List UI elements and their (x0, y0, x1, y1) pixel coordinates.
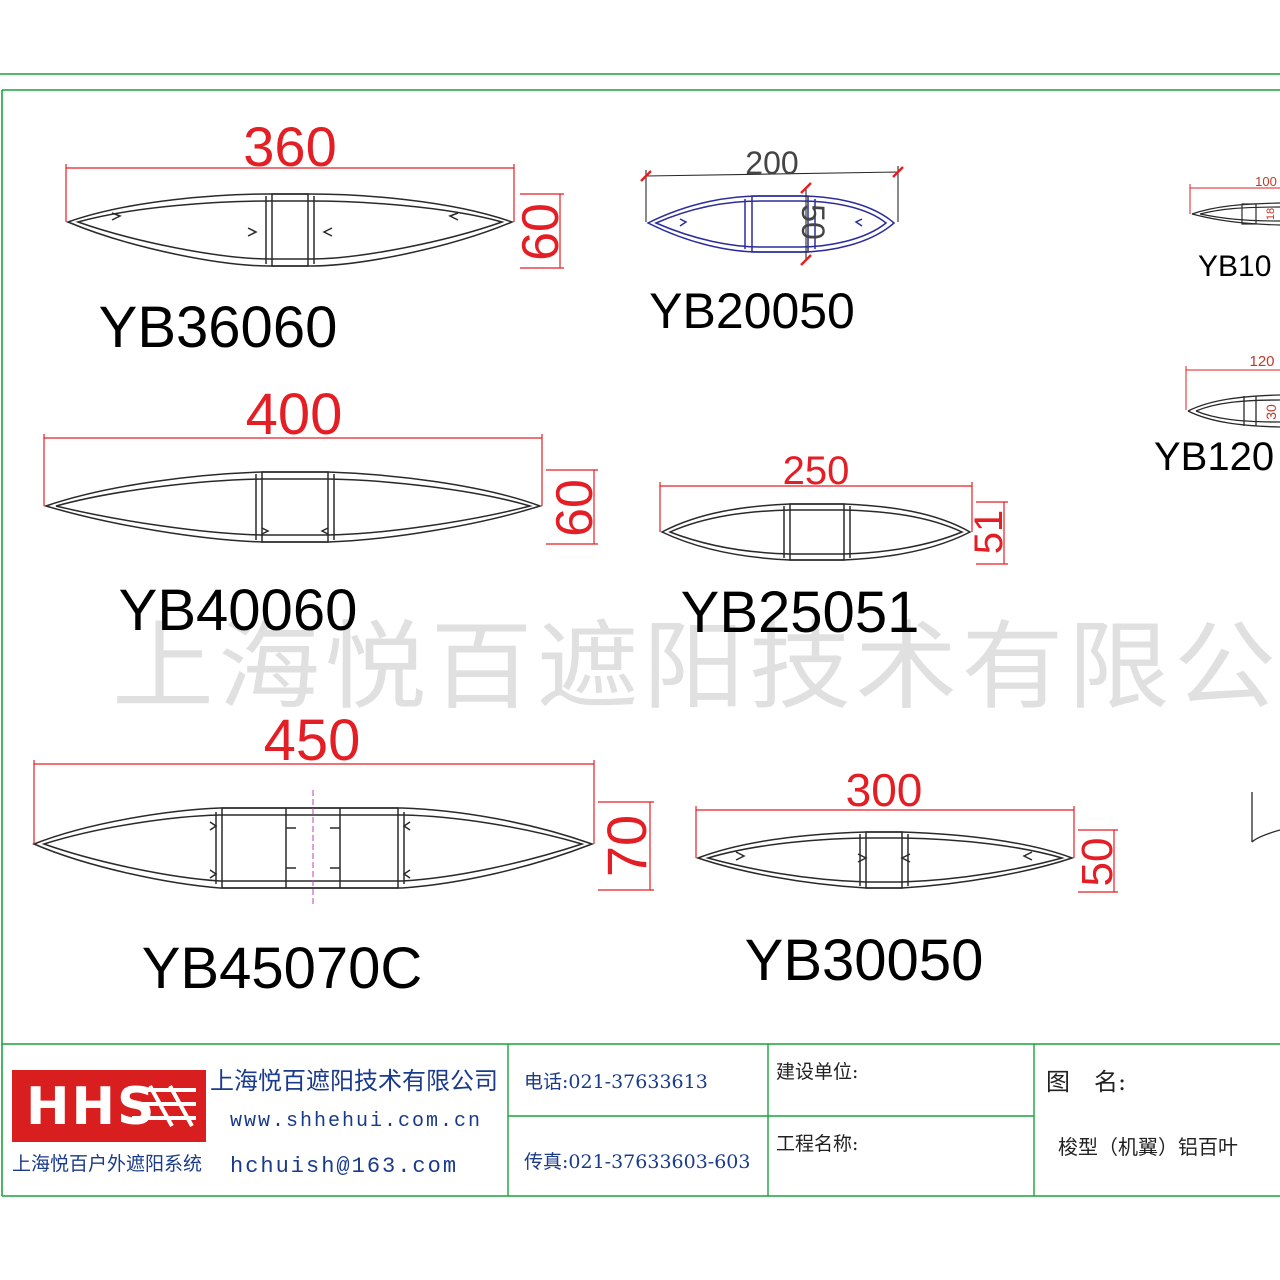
length-dimension: 100 (1255, 174, 1277, 189)
length-dimension: 400 (246, 382, 343, 447)
height-dimension: 50 (795, 204, 831, 240)
dimension-lines (645, 166, 899, 260)
profile-yb25051: 250 51 YB25051 (659, 449, 1011, 645)
profile-yb45070c: 450 70 YB45070C (32, 708, 658, 1001)
profile-yb30050: 300 50 YB30050 (695, 764, 1122, 993)
dimension-lines (695, 806, 1118, 893)
profile-yb40060: 400 60 YB40060 (43, 382, 604, 643)
model-label: YB45070C (142, 936, 423, 1001)
project-label: 工程名称: (776, 1133, 858, 1155)
length-dimension: 360 (243, 115, 336, 178)
height-dimension: 51 (967, 510, 1011, 555)
height-dimension: 70 (595, 815, 658, 877)
logo-caption: 上海悦百户外遮阳系统 (12, 1153, 202, 1175)
logo-text: HHS (26, 1077, 157, 1137)
logo-mark (132, 1085, 196, 1127)
profile-yb10: 100 18 YB10 (1189, 174, 1280, 283)
drawing-name: 梭型（机翼）铝百叶 (1058, 1135, 1238, 1159)
height-dimension: 60 (546, 479, 604, 537)
blade-outline (65, 193, 515, 267)
profile-yb20050: 200 50 YB20050 (640, 145, 904, 339)
dimension-lines (43, 434, 598, 545)
model-label: YB36060 (99, 295, 338, 360)
model-label: YB10 (1198, 250, 1271, 283)
length-dimension: 120 (1249, 353, 1274, 370)
blade-outline (646, 195, 896, 253)
height-dimension: 18 (1265, 208, 1277, 220)
blade-outline (32, 807, 595, 889)
length-dimension: 200 (745, 145, 798, 181)
company-website: www.shhehui.com.cn (230, 1110, 482, 1133)
company-logo: HHS 上海悦百户外遮阳系统 (12, 1070, 206, 1175)
client-label: 建设单位: (776, 1061, 858, 1083)
fax-number: 传真:021-37633603-603 (524, 1151, 750, 1173)
title-block: HHS 上海悦百户外遮阳系统 上海悦百遮阳技术有限公司 www.shhehui.… (12, 1044, 1238, 1196)
profile-yb36060: 360 60 YB36060 (65, 115, 570, 360)
height-dimension: 60 (512, 203, 570, 261)
blade-outline (695, 831, 1075, 889)
blade-outline (1191, 202, 1280, 226)
model-label: YB20050 (649, 283, 855, 339)
dimension-lines (65, 164, 564, 269)
blade-outline (660, 503, 972, 561)
phone-number: 电话:021-37633613 (524, 1071, 708, 1093)
dimension-lines (1189, 184, 1280, 214)
length-dimension: 450 (264, 708, 361, 773)
model-label: YB25051 (681, 580, 920, 645)
drawing-name-label: 图 名: (1046, 1068, 1126, 1096)
model-label: YB120 (1154, 435, 1274, 479)
model-label: YB30050 (745, 928, 984, 993)
drawing-frame (0, 73, 1280, 1197)
company-email: hchuish@163.com (230, 1154, 458, 1179)
dimension-lines (1185, 366, 1280, 410)
dimension-lines (659, 482, 1008, 565)
height-dimension: 30 (1263, 404, 1279, 420)
height-dimension: 50 (1073, 838, 1122, 887)
dimension-lines (33, 760, 654, 891)
company-watermark: 上海悦百遮阳技术有限公 (112, 611, 1280, 723)
profile-yb120: 120 30 YB120 (1154, 353, 1280, 479)
title-block-grid (507, 1044, 1035, 1196)
blade-outline (43, 471, 543, 543)
blade-outline (1187, 394, 1280, 428)
company-name: 上海悦百遮阳技术有限公司 (210, 1067, 498, 1095)
model-label: YB40060 (119, 578, 358, 643)
dimension-ticks (640, 166, 904, 266)
partial-blade-outline (1251, 792, 1280, 843)
length-dimension: 250 (783, 449, 850, 493)
length-dimension: 300 (846, 764, 923, 816)
